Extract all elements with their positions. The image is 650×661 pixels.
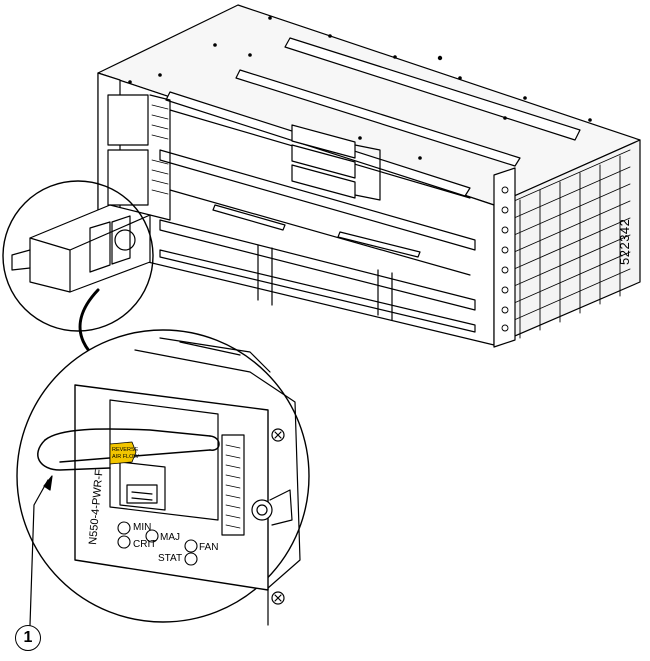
led-fan <box>184 539 198 553</box>
chassis <box>97 4 641 348</box>
led-maj <box>145 529 159 543</box>
led-label-stat: STAT <box>158 553 182 564</box>
led-min <box>117 521 131 535</box>
airflow-label-background <box>109 441 137 465</box>
power-supply-detail: REVERSE AIR FLOW N550-4-PWR-F MIN CRIT M… <box>37 337 301 626</box>
figure-id-text: 522342 <box>617 218 632 265</box>
figure-id-label: 522342 <box>617 205 647 285</box>
led-label-fan: FAN <box>199 542 218 553</box>
led-label-min: MIN <box>133 522 151 533</box>
led-stat <box>184 552 198 566</box>
side-vent-grid <box>504 149 631 339</box>
airflow-label-line1: REVERSE <box>112 447 139 453</box>
callout-number: 1 <box>15 625 41 651</box>
zoom-source-circle <box>2 180 154 332</box>
airflow-label-line2: AIR FLOW <box>112 454 139 460</box>
led-label-crit: CRIT <box>133 539 156 550</box>
callout-leader-line <box>29 479 49 626</box>
status-leds <box>117 521 198 566</box>
led-label-maj: MAJ <box>160 532 180 543</box>
power-supply-small <box>11 204 151 293</box>
led-crit <box>117 535 131 549</box>
